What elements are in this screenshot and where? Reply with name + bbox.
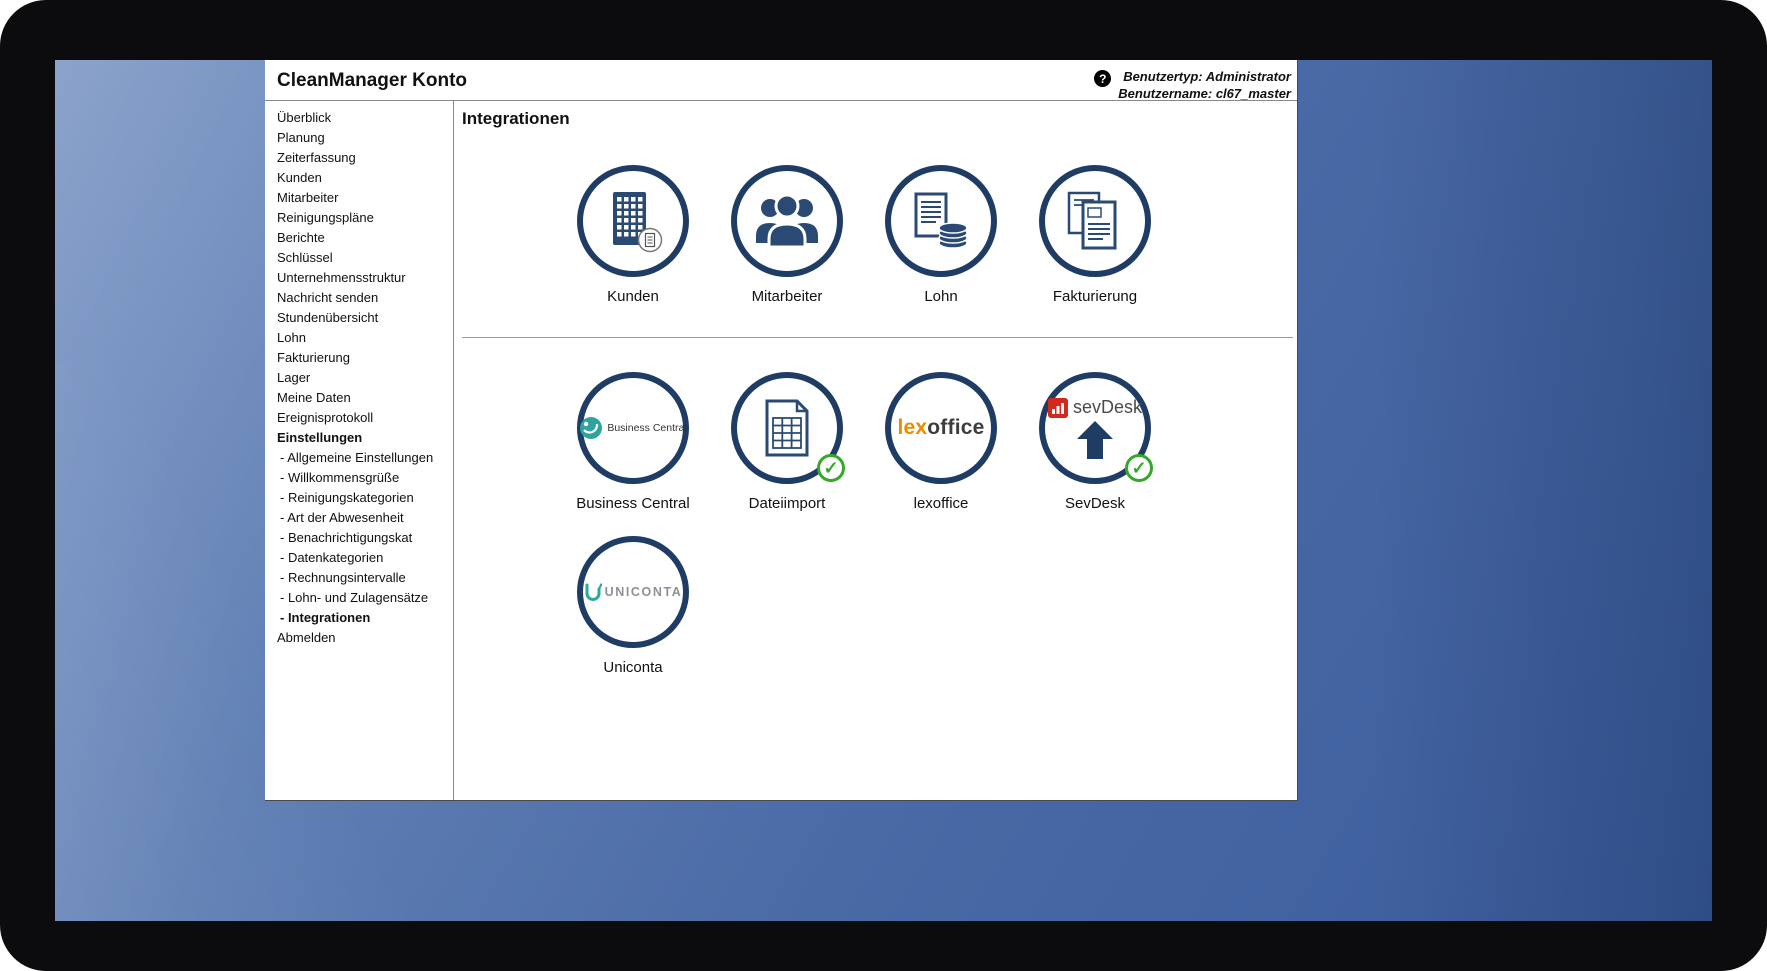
- sidebar-item-integrationen[interactable]: - Integrationen: [280, 610, 371, 625]
- lexoffice-wordmark-office: office: [927, 416, 985, 439]
- help-glyph: ?: [1099, 71, 1107, 86]
- sidebar-item-lohn[interactable]: Lohn: [277, 330, 306, 345]
- integration-tile-dateiimport: ✓ Dateiimport: [710, 372, 864, 514]
- sidebar-item-ueberblick[interactable]: Überblick: [277, 110, 332, 125]
- integrations-row-2: UNICONTA Uniconta: [556, 536, 1297, 678]
- building-icon: [613, 192, 663, 253]
- module-tile-kunden: Kunden: [556, 165, 710, 307]
- business-central-wordmark: Business Central: [607, 421, 687, 434]
- sidebar-item-berichte[interactable]: Berichte: [277, 230, 325, 245]
- module-lohn-button[interactable]: [885, 165, 997, 277]
- invoices-icon: [1067, 191, 1117, 250]
- check-glyph: ✓: [823, 458, 839, 478]
- upload-arrow-icon: [1077, 421, 1113, 459]
- integration-label: Dateiimport: [748, 495, 826, 512]
- page-title: Integrationen: [462, 109, 570, 128]
- sidebar-item-unternehmensstruktur[interactable]: Unternehmensstruktur: [277, 270, 406, 285]
- connected-check-icon: ✓: [817, 454, 845, 482]
- sidebar-item-allgemeine-einstellungen[interactable]: - Allgemeine Einstellungen: [280, 450, 434, 465]
- module-mitarbeiter-button[interactable]: [731, 165, 843, 277]
- module-label: Fakturierung: [1052, 288, 1138, 305]
- app-window: CleanManager Konto ? Benutzertyp: Admini…: [265, 60, 1298, 801]
- module-tile-lohn: Lohn: [864, 165, 1018, 307]
- sidebar-item-einstellungen[interactable]: Einstellungen: [277, 430, 363, 445]
- module-label: Kunden: [607, 288, 659, 305]
- main-content: Integrationen: [454, 101, 1297, 800]
- module-tile-fakturierung: Fakturierung: [1018, 165, 1172, 307]
- uniconta-logo: UNICONTA: [584, 582, 683, 603]
- sidebar-item-rechnungsintervalle[interactable]: - Rechnungsintervalle: [280, 570, 406, 585]
- module-tile-mitarbeiter: Mitarbeiter: [710, 165, 864, 307]
- lexoffice-button[interactable]: lexoffice: [885, 372, 997, 484]
- sevdesk-wordmark: sevDesk: [1072, 397, 1143, 417]
- uniconta-button[interactable]: UNICONTA: [577, 536, 689, 648]
- sidebar-item-lohn-und-zulagensaetze[interactable]: - Lohn- und Zulagensätze: [280, 590, 429, 605]
- app-title: CleanManager Konto: [277, 70, 468, 91]
- user-info-text: Benutzertyp: Administrator Benutzername:…: [1118, 68, 1291, 102]
- app-header: CleanManager Konto ? Benutzertyp: Admini…: [265, 60, 1297, 101]
- desktop-background: CleanManager Konto ? Benutzertyp: Admini…: [55, 60, 1712, 921]
- integration-label: Business Central: [576, 495, 690, 512]
- sidebar-item-reinigungskategorien[interactable]: - Reinigungskategorien: [280, 490, 414, 505]
- background-shade: [1372, 60, 1712, 921]
- sevdesk-logo: sevDesk: [1047, 397, 1143, 459]
- integration-label: Uniconta: [603, 659, 663, 676]
- uniconta-icon: [585, 582, 602, 601]
- module-kunden-button[interactable]: [577, 165, 689, 277]
- check-glyph: ✓: [1131, 458, 1147, 478]
- sidebar-item-willkommensgruesse[interactable]: - Willkommensgrüße: [280, 470, 400, 485]
- integrations-row: Business Central Business Central: [556, 372, 1297, 514]
- document-coins-icon: [914, 192, 968, 249]
- sidebar-item-benachrichtigungskat[interactable]: - Benachrichtigungskat: [280, 530, 413, 545]
- sevdesk-logo-row: sevDesk: [1047, 397, 1143, 418]
- sevdesk-button[interactable]: sevDesk ✓: [1039, 372, 1153, 484]
- sidebar-item-mitarbeiter[interactable]: Mitarbeiter: [277, 190, 339, 205]
- user-info-block: ? Benutzertyp: Administrator Benutzernam…: [1094, 68, 1293, 102]
- sevdesk-icon: [1047, 397, 1068, 418]
- help-icon[interactable]: ?: [1094, 70, 1112, 87]
- sidebar-item-fakturierung[interactable]: Fakturierung: [277, 350, 350, 365]
- integration-tile-sevdesk: sevDesk ✓ SevDesk: [1018, 372, 1172, 514]
- integration-label: lexoffice: [913, 495, 969, 512]
- sidebar-item-ereignisprotokoll[interactable]: Ereignisprotokoll: [277, 410, 374, 425]
- lexoffice-logo: lexoffice: [897, 416, 984, 440]
- module-label: Lohn: [924, 288, 958, 305]
- integration-tile-uniconta: UNICONTA Uniconta: [556, 536, 710, 678]
- sidebar-item-reinigungsplaene[interactable]: Reinigungspläne: [277, 210, 374, 225]
- people-icon: [756, 193, 818, 249]
- lexoffice-wordmark-lex: lex: [897, 416, 928, 439]
- sidebar-item-nachricht-senden[interactable]: Nachricht senden: [277, 290, 379, 305]
- sidebar-item-stundenuebersicht[interactable]: Stundenübersicht: [277, 310, 379, 325]
- sidebar-item-planung[interactable]: Planung: [277, 130, 325, 145]
- integration-label: SevDesk: [1064, 495, 1126, 512]
- sidebar-item-art-der-abwesenheit[interactable]: - Art der Abwesenheit: [280, 510, 404, 525]
- sidebar-item-schluessel[interactable]: Schlüssel: [277, 250, 333, 265]
- modules-row: Kunden: [556, 165, 1297, 307]
- user-type-label: Benutzertyp: Administrator: [1123, 69, 1291, 84]
- section-divider: [462, 337, 1293, 338]
- integration-tile-lexoffice: lexoffice lexoffice: [864, 372, 1018, 514]
- user-name-label: Benutzername: cl67_master: [1118, 86, 1291, 101]
- spreadsheet-icon: [765, 399, 809, 457]
- integration-tile-business-central: Business Central Business Central: [556, 372, 710, 514]
- sidebar-item-kunden[interactable]: Kunden: [277, 170, 322, 185]
- connected-check-icon: ✓: [1125, 454, 1153, 482]
- business-central-icon: [580, 417, 603, 439]
- module-label: Mitarbeiter: [751, 288, 823, 305]
- module-fakturierung-button[interactable]: [1039, 165, 1151, 277]
- sidebar-item-meine-daten[interactable]: Meine Daten: [277, 390, 351, 405]
- sidebar-item-datenkategorien[interactable]: - Datenkategorien: [280, 550, 384, 565]
- uniconta-wordmark: UNICONTA: [604, 585, 683, 599]
- sidebar-item-zeiterfassung[interactable]: Zeiterfassung: [277, 150, 356, 165]
- business-central-logo: Business Central: [575, 416, 690, 440]
- business-central-button[interactable]: Business Central: [577, 372, 689, 484]
- dateiimport-button[interactable]: ✓: [731, 372, 845, 484]
- sidebar-item-abmelden[interactable]: Abmelden: [277, 630, 336, 645]
- sidebar-item-lager[interactable]: Lager: [277, 370, 311, 385]
